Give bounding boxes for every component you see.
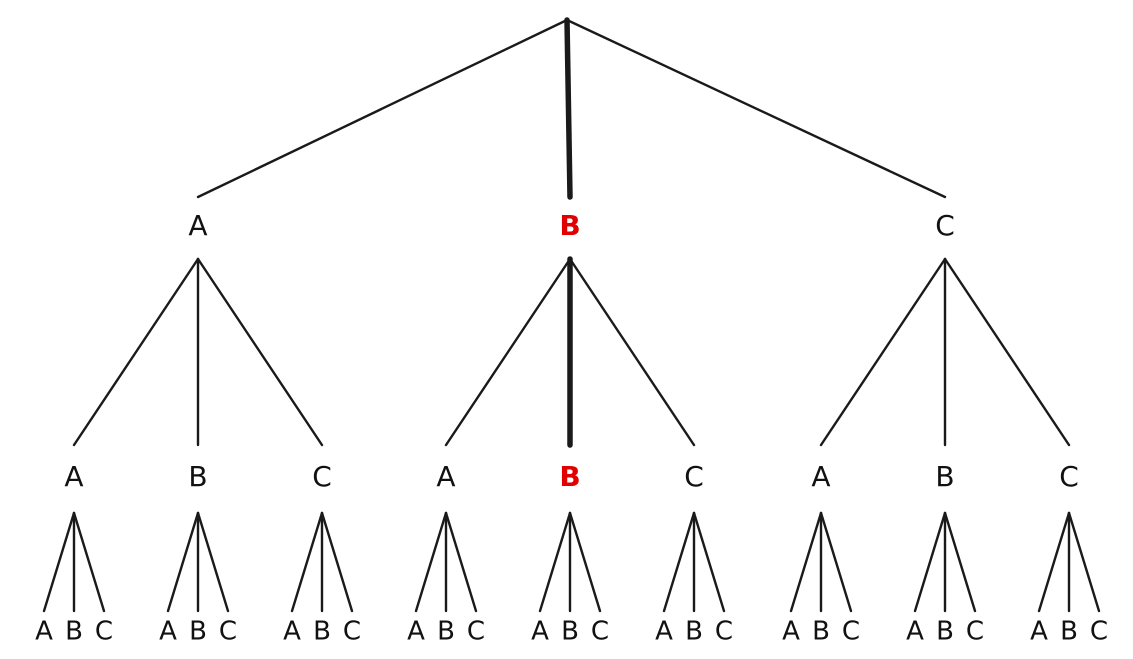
node-b: B xyxy=(559,209,580,242)
leaf-c-a-a: A xyxy=(782,617,800,647)
edge-c-c-a xyxy=(1037,511,1071,613)
leaf-b-c-b: B xyxy=(685,617,703,647)
leaf-b-a-b: B xyxy=(437,617,455,647)
leaf-a-a-a: A xyxy=(35,617,53,647)
edge-b-c xyxy=(568,257,696,447)
leaf-a-c-a: A xyxy=(283,617,301,647)
leaf-b-a-a: A xyxy=(407,617,425,647)
edge-b-c-a xyxy=(662,511,696,613)
node-b-c: C xyxy=(684,460,704,493)
leaf-a-b-c: C xyxy=(219,617,237,647)
node-c-a: A xyxy=(811,460,830,493)
edge-a-b-a xyxy=(166,511,200,613)
edge-b-a-a xyxy=(414,511,448,613)
edge-a-b-c xyxy=(196,511,230,613)
edge-a-a xyxy=(72,257,200,447)
edge-a-a-c xyxy=(72,511,106,613)
leaf-b-b-a: A xyxy=(531,617,549,647)
edge-root-to-b xyxy=(564,17,573,200)
node-a-c: C xyxy=(312,460,332,493)
edge-a-c xyxy=(196,257,324,447)
leaf-c-a-c: C xyxy=(842,617,860,647)
leaf-a-a-b: B xyxy=(65,617,83,647)
node-b-a: A xyxy=(436,460,455,493)
leaf-c-b-c: C xyxy=(966,617,984,647)
node-a: A xyxy=(188,209,207,242)
edge-c-a-a xyxy=(789,511,823,613)
node-c: C xyxy=(935,209,955,242)
leaf-c-c-b: B xyxy=(1060,617,1078,647)
leaf-a-c-c: C xyxy=(343,617,361,647)
edge-a-c-a xyxy=(290,511,324,613)
edge-a-c-c xyxy=(320,511,354,613)
leaf-a-a-c: C xyxy=(95,617,113,647)
leaf-a-b-a: A xyxy=(159,617,177,647)
edge-c-a-c xyxy=(819,511,853,613)
leaf-c-b-a: A xyxy=(906,617,924,647)
leaf-c-a-b: B xyxy=(812,617,830,647)
node-c-c: C xyxy=(1059,460,1079,493)
leaf-c-c-a: A xyxy=(1030,617,1048,647)
leaf-b-b-c: C xyxy=(591,617,609,647)
leaf-c-c-c: C xyxy=(1090,617,1108,647)
leaf-a-b-b: B xyxy=(189,617,207,647)
edge-b-a-c xyxy=(444,511,478,613)
leaf-b-c-c: C xyxy=(715,617,733,647)
edge-b-b-a xyxy=(538,511,572,613)
edge-c-c xyxy=(943,257,1071,447)
edge-root-to-a xyxy=(196,18,569,199)
edge-c-c-c xyxy=(1067,511,1101,613)
edge-c-b-c xyxy=(943,511,977,613)
leaf-a-c-b: B xyxy=(313,617,331,647)
edge-root-to-c xyxy=(565,18,947,199)
edge-c-a xyxy=(819,257,947,447)
leaf-b-a-c: C xyxy=(467,617,485,647)
edge-b-c-c xyxy=(692,511,726,613)
node-b-b: B xyxy=(559,460,580,493)
leaf-b-c-a: A xyxy=(655,617,673,647)
edge-c-b-a xyxy=(913,511,947,613)
node-c-b: B xyxy=(935,460,954,493)
edge-b-b-c xyxy=(568,511,602,613)
node-a-a: A xyxy=(64,460,83,493)
edge-a-a-a xyxy=(42,511,76,613)
leaf-c-b-b: B xyxy=(936,617,954,647)
edge-b-a xyxy=(444,257,572,447)
leaf-b-b-b: B xyxy=(561,617,579,647)
node-a-b: B xyxy=(188,460,207,493)
